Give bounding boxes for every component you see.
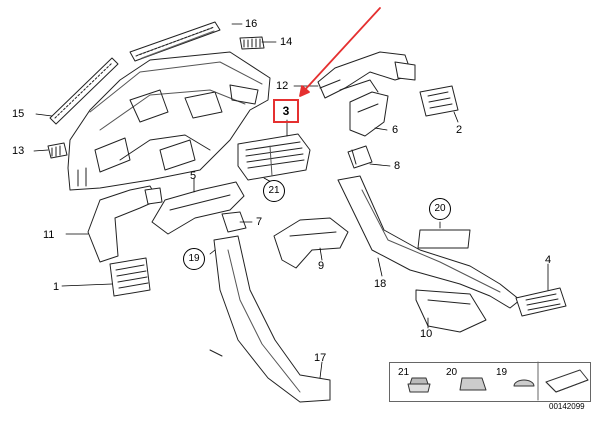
callout-3-highlighted: 3: [273, 99, 299, 123]
part-12-center-duct: [317, 51, 416, 99]
part-1-left-vent: [109, 257, 151, 297]
callout-12: 12: [276, 80, 289, 92]
callout-17: 17: [314, 352, 327, 364]
callout-15: 15: [12, 108, 25, 120]
part-18-rear-duct: [337, 175, 521, 309]
callout-19: 19: [183, 248, 205, 270]
part-10-rear-outlet: [415, 289, 487, 333]
callout-11: 11: [43, 229, 55, 241]
part-2-side-vent-right: [419, 85, 459, 117]
legend-label-20: 20: [446, 367, 458, 378]
callout-18: 18: [374, 278, 387, 290]
legend-hardware: [407, 361, 589, 401]
part-15-side-strip: [49, 57, 119, 125]
dashboard-body: [67, 51, 271, 191]
callout-8: 8: [394, 160, 401, 172]
part-8-connector: [347, 145, 373, 169]
part-14-small-grille: [239, 36, 265, 50]
callout-2: 2: [456, 124, 463, 136]
callout-21: 21: [263, 180, 285, 202]
highlight-arrow: [299, 7, 381, 97]
part-4-rear-vent: [515, 287, 567, 317]
part-11-left-duct: [87, 185, 163, 263]
document-number: 00142099: [549, 402, 585, 411]
callout-4: 4: [545, 254, 552, 266]
part-17-floor-duct: [209, 235, 331, 403]
callout-5: 5: [190, 170, 197, 182]
part-7-clip: [221, 211, 247, 233]
part-5-upper-duct: [151, 181, 245, 235]
part-13-end-vent: [47, 142, 68, 159]
callout-7: 7: [256, 216, 263, 228]
callout-10: 10: [420, 328, 433, 340]
part-9-lower-duct: [273, 217, 349, 269]
hardware-legend: 21 20 19: [389, 362, 591, 402]
part-6-duct-elbow: [349, 91, 389, 137]
callout-20: 20: [429, 198, 451, 220]
part-16-defroster-vent: [129, 21, 221, 62]
legend-label-19: 19: [496, 367, 508, 378]
callout-16: 16: [245, 18, 258, 30]
callout-6: 6: [392, 124, 399, 136]
part-3-center-vent: [237, 133, 311, 181]
callout-14: 14: [280, 36, 293, 48]
callout-9: 9: [318, 260, 325, 272]
callout-1: 1: [53, 281, 60, 293]
leader-lines: [33, 23, 549, 379]
callout-13: 13: [12, 145, 25, 157]
legend-label-21: 21: [398, 367, 410, 378]
